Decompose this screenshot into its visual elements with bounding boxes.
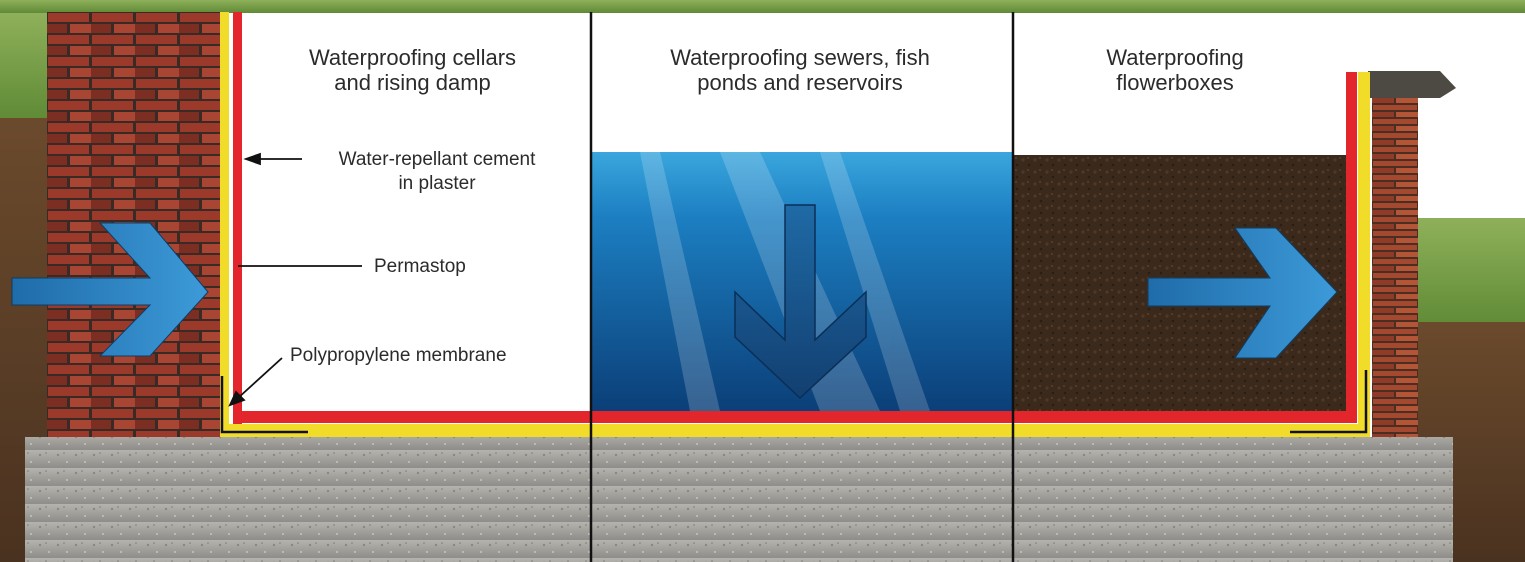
permastop-layer xyxy=(233,12,1357,424)
pillar-cap xyxy=(1368,71,1456,98)
polypropylene-membrane-layer xyxy=(220,12,1370,437)
panel-dividers xyxy=(589,12,1015,562)
panel-title-sewers-line1: Waterproofing sewers, fish xyxy=(670,45,930,70)
brick-pillar-right xyxy=(1372,90,1418,437)
panel-title-flowerboxes: Waterproofing flowerboxes xyxy=(1055,45,1295,95)
callout-cement-line1: Water-repellant cement xyxy=(338,149,536,170)
panel-title-flowerboxes-line1: Waterproofing xyxy=(1106,45,1244,70)
top-grass-strip xyxy=(0,0,1525,13)
concrete-foundation xyxy=(25,437,1453,562)
water-pressure-arrow-down xyxy=(734,204,867,400)
right-grass xyxy=(1418,218,1525,328)
callout-membrane: Polypropylene membrane xyxy=(290,345,507,366)
left-grass xyxy=(0,13,50,120)
panel-title-sewers: Waterproofing sewers, fish ponds and res… xyxy=(605,45,995,95)
panel-title-cellars-line1: Waterproofing cellars xyxy=(308,45,517,70)
panel-title-cellars-line2: and rising damp xyxy=(334,70,491,95)
callout-cement-line2: in plaster xyxy=(398,173,476,194)
callout-cement: Water-repellant cement in plaster xyxy=(312,148,562,196)
callout-leaders xyxy=(228,152,362,407)
panel-title-flowerboxes-line2: flowerboxes xyxy=(1116,70,1234,95)
water-pressure-arrow-right-left xyxy=(11,222,209,357)
water-pressure-arrow-right-flowerbox xyxy=(1147,227,1338,359)
panel-title-cellars: Waterproofing cellars and rising damp xyxy=(255,45,570,95)
membrane-corner-marks xyxy=(220,370,1368,434)
panel-title-sewers-line2: ponds and reservoirs xyxy=(697,70,903,95)
callout-permastop: Permastop xyxy=(374,256,466,277)
